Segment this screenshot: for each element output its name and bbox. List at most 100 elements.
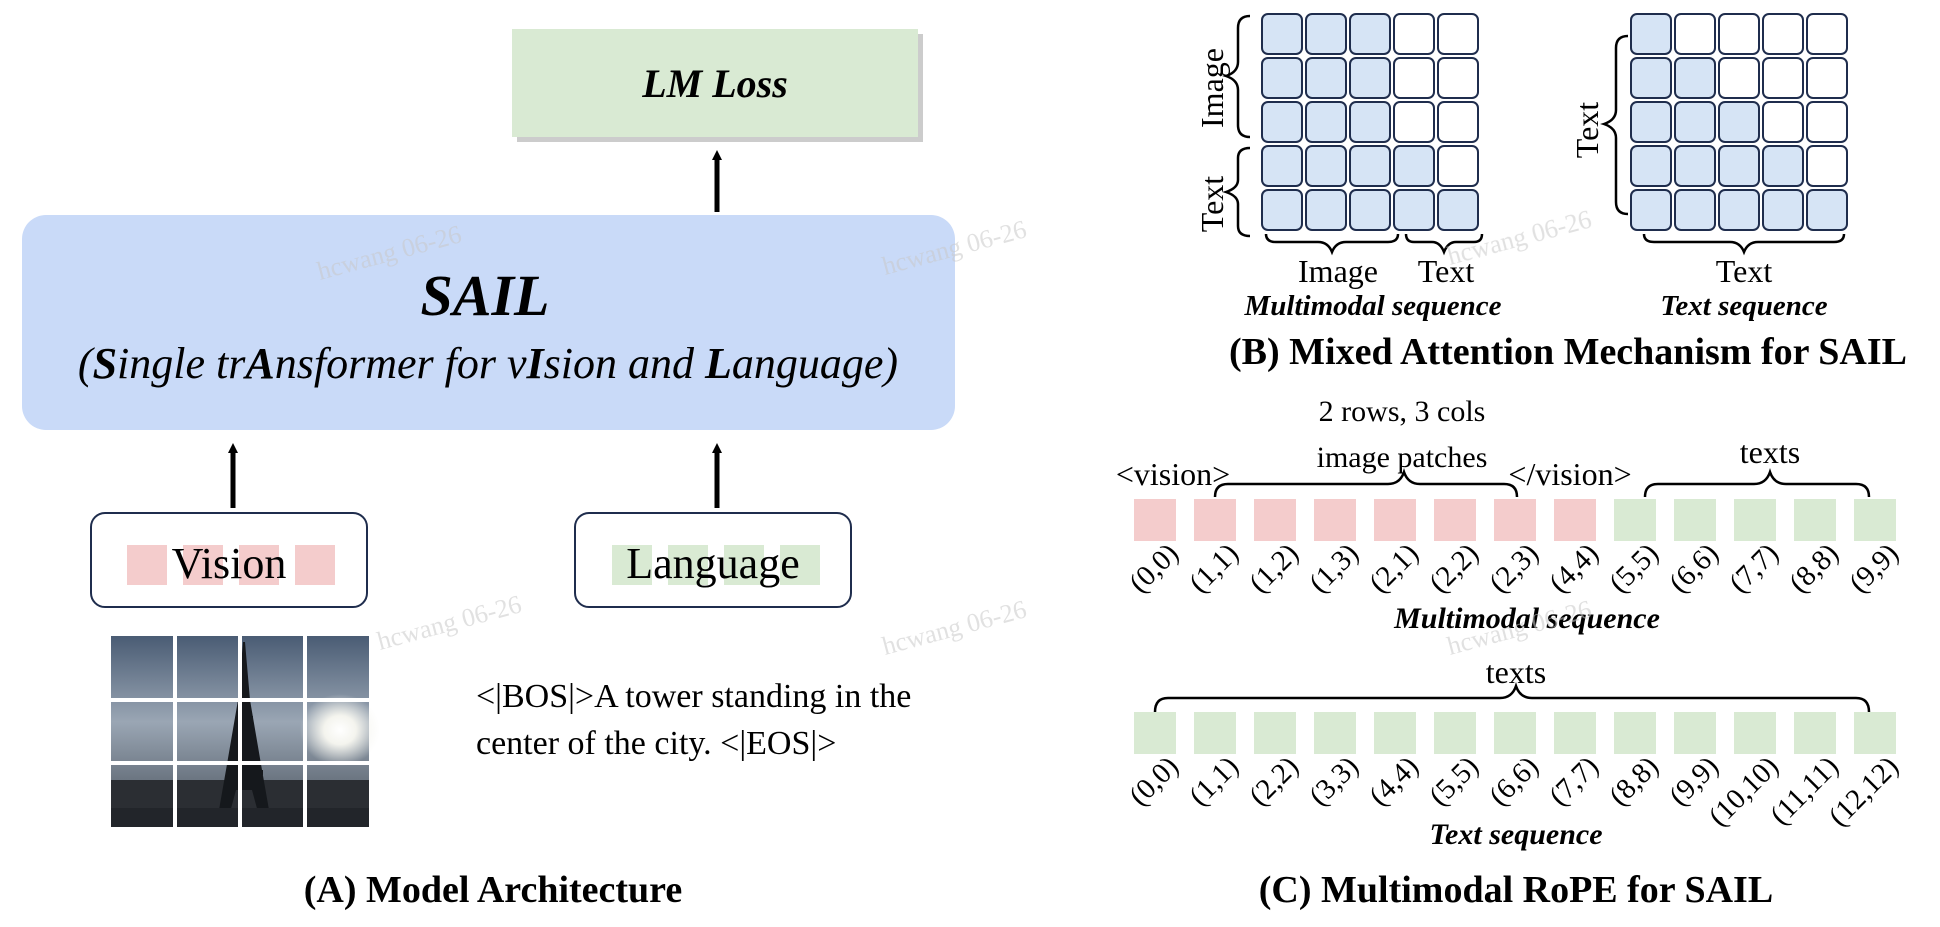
attention-cell-attended: [1674, 101, 1716, 143]
text-token: [1434, 712, 1476, 754]
attention-cell-masked: [1437, 57, 1479, 99]
position-label: (2,2): [1423, 537, 1485, 599]
image-token: [1494, 499, 1536, 541]
attention-cell-attended: [1261, 57, 1303, 99]
text-token: [1734, 499, 1776, 541]
text-token: [1254, 712, 1296, 754]
position-label: (1,1): [1183, 750, 1245, 812]
image-token: [1134, 499, 1176, 541]
attention-cell-masked: [1393, 101, 1435, 143]
ts-attention-caption: Text sequence: [1660, 290, 1827, 322]
mm-image-col-label: Image: [1298, 253, 1378, 289]
attention-cell-masked: [1437, 145, 1479, 187]
text-token: [1674, 499, 1716, 541]
model-full-segment: S: [93, 339, 117, 388]
attention-cell-attended: [1261, 13, 1303, 55]
attention-cell-attended: [1762, 189, 1804, 231]
attention-cell-masked: [1762, 57, 1804, 99]
model-full-segment: (: [78, 339, 95, 388]
attention-cell-masked: [1437, 101, 1479, 143]
mm-text-row-label: Text: [1194, 176, 1230, 233]
position-label: (2,2): [1243, 750, 1305, 812]
attention-cell-attended: [1630, 145, 1672, 187]
position-label: (10,10): [1703, 750, 1785, 832]
text-token: [1794, 712, 1836, 754]
vision-token: [127, 545, 167, 585]
attention-cell-masked: [1762, 101, 1804, 143]
language-token: [668, 545, 708, 585]
attention-cell-masked: [1718, 57, 1760, 99]
attention-cell-attended: [1630, 189, 1672, 231]
vision-open-token: <vision>: [1116, 456, 1230, 492]
attention-cell-attended: [1305, 101, 1347, 143]
image-token: [1314, 499, 1356, 541]
attention-cell-masked: [1806, 13, 1848, 55]
attention-cell-masked: [1393, 13, 1435, 55]
mm-texts-label: texts: [1740, 434, 1800, 470]
text-token: [1134, 712, 1176, 754]
attention-cell-attended: [1718, 145, 1760, 187]
text-token: [1494, 712, 1536, 754]
language-tokens: [612, 545, 820, 585]
text-token: [1614, 499, 1656, 541]
vision-token: [295, 545, 335, 585]
attention-cell-attended: [1630, 13, 1672, 55]
language-label: Language: [626, 539, 799, 588]
position-label: (0,0): [1123, 537, 1185, 599]
attention-cell-attended: [1349, 101, 1391, 143]
watermark-text: hcwang 06-26: [879, 594, 1029, 660]
text-token: [1674, 712, 1716, 754]
caption-line-2: center of the city. <|EOS|>: [476, 725, 836, 762]
model-full-segment: anguage): [732, 339, 898, 388]
model-full-segment: ingle tr: [117, 339, 246, 388]
text-token: [1314, 712, 1356, 754]
position-label: (5,5): [1423, 750, 1485, 812]
language-token: [780, 545, 820, 585]
attention-cell-attended: [1674, 57, 1716, 99]
patch-brace: [1213, 468, 1519, 498]
mm-text-col-label: Text: [1418, 253, 1475, 289]
text-token: [1194, 712, 1236, 754]
text-token: [1554, 712, 1596, 754]
text-token: [1854, 712, 1896, 754]
image-token: [1194, 499, 1236, 541]
text-token: [1794, 499, 1836, 541]
attention-cell-attended: [1349, 189, 1391, 231]
mm-text-row-brace: [1222, 146, 1251, 238]
vision-tokens: [127, 545, 335, 585]
position-label: (1,2): [1243, 537, 1305, 599]
attention-cell-attended: [1674, 189, 1716, 231]
attention-cell-attended: [1630, 101, 1672, 143]
text-token: [1614, 712, 1656, 754]
attention-cell-attended: [1305, 13, 1347, 55]
attention-cell-attended: [1349, 13, 1391, 55]
loss-label: LM Loss: [641, 61, 788, 106]
position-label: (8,8): [1783, 537, 1845, 599]
position-label: (7,7): [1543, 750, 1605, 812]
attention-cell-attended: [1806, 189, 1848, 231]
attention-cell-attended: [1261, 145, 1303, 187]
mm-texts-brace: [1643, 468, 1871, 498]
vision-label: Vision: [172, 539, 287, 588]
mm-image-col-brace: [1264, 233, 1400, 256]
attention-cell-attended: [1437, 189, 1479, 231]
attention-cell-attended: [1718, 189, 1760, 231]
position-label: (12,12): [1823, 750, 1905, 832]
vision-token: [183, 545, 223, 585]
loss-box: [512, 29, 918, 137]
attention-cell-masked: [1806, 57, 1848, 99]
ts-row-label: Text: [1569, 102, 1605, 159]
image-token: [1434, 499, 1476, 541]
attention-cell-attended: [1349, 57, 1391, 99]
model-name: SAIL: [421, 263, 550, 328]
mm-image-row-label: Image: [1194, 48, 1230, 128]
position-label: (0,0): [1123, 750, 1185, 812]
language-token: [612, 545, 652, 585]
attention-cell-attended: [1762, 145, 1804, 187]
model-full-segment: L: [704, 339, 732, 388]
watermark-text: hcwang 06-26: [374, 589, 524, 655]
text-token: [1854, 499, 1896, 541]
attention-cell-masked: [1674, 13, 1716, 55]
attention-cell-attended: [1305, 189, 1347, 231]
